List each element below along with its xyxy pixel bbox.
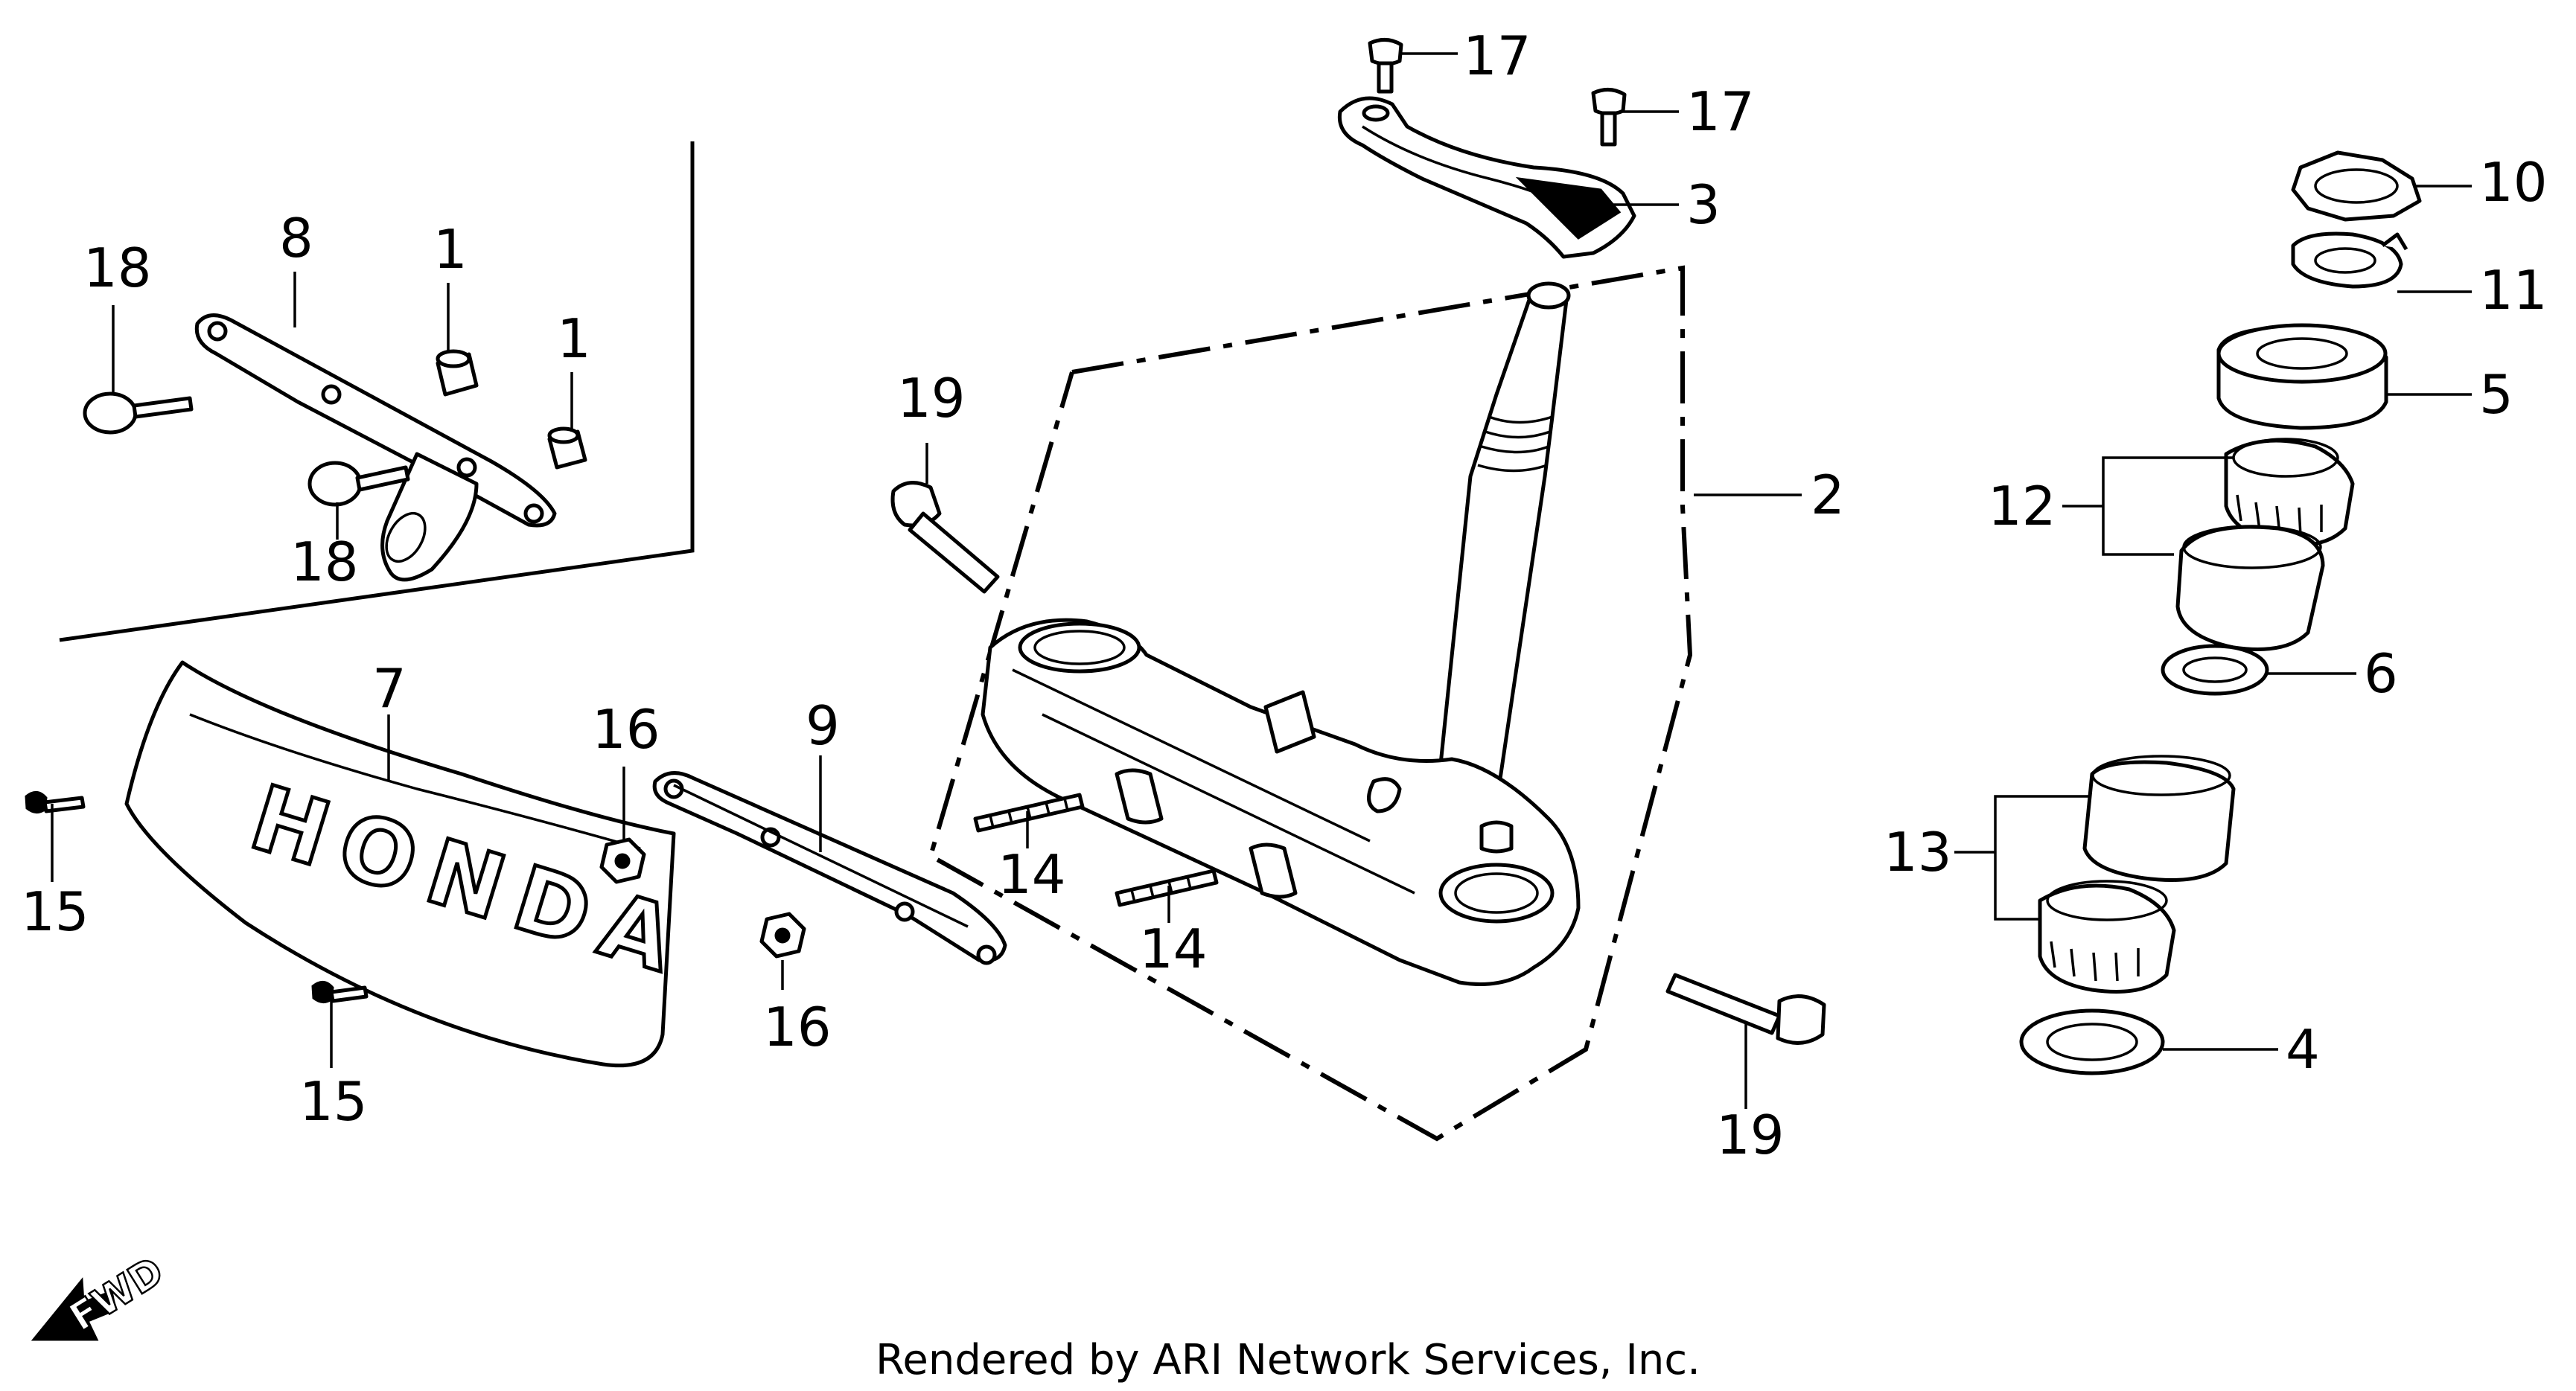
- race-12: [2175, 525, 2325, 651]
- callout-17-a: 17: [1463, 25, 1531, 87]
- collar-1-b: [547, 426, 587, 470]
- dust-seal-4: [2019, 1008, 2165, 1075]
- inset-stay: [194, 313, 557, 582]
- callout-14-b: 14: [1139, 918, 1208, 980]
- callout-16-a: 16: [592, 698, 660, 761]
- dust-seal-6: [2161, 644, 2269, 696]
- bolt-17-b: [1591, 88, 1627, 147]
- callout-11: 11: [2479, 259, 2548, 322]
- race-13: [2082, 755, 2236, 882]
- callout-19-b: 19: [1716, 1104, 1785, 1166]
- nut-16-a: [599, 837, 646, 884]
- callout-9: 9: [806, 694, 840, 757]
- screw-15-a: [25, 791, 86, 813]
- callout-10: 10: [2479, 151, 2548, 214]
- callout-4: 4: [2286, 1018, 2320, 1081]
- callout-19-a: 19: [897, 367, 966, 429]
- bearing-13-lower: [2038, 880, 2176, 994]
- bolt-18-b: [307, 461, 410, 507]
- lock-washer-11: [2291, 231, 2408, 289]
- lower-stay: [652, 771, 1007, 965]
- render-credit: Rendered by ARI Network Services, Inc.: [876, 1336, 1700, 1384]
- callout-8: 8: [279, 207, 313, 269]
- callout-15-b: 15: [299, 1070, 368, 1133]
- collar-1-a: [436, 349, 479, 397]
- callout-2: 2: [1811, 464, 1845, 526]
- callout-1-b: 1: [557, 307, 591, 370]
- callout-6: 6: [2364, 642, 2398, 705]
- callout-18-a: 18: [83, 237, 152, 299]
- stud-14-a: [973, 793, 1085, 833]
- bolt-19-lower: [1665, 973, 1826, 1045]
- callout-3: 3: [1686, 173, 1721, 236]
- steering-stem-nut-10: [2291, 150, 2422, 222]
- leader-lines: [51, 52, 2472, 1109]
- screw-15-b: [311, 981, 369, 1003]
- callout-16-b: 16: [763, 996, 832, 1058]
- nut-16-b: [759, 912, 806, 959]
- adjusting-nut-5: [2216, 323, 2388, 430]
- callout-5: 5: [2479, 363, 2513, 426]
- inset-frame: [59, 141, 695, 642]
- callout-7: 7: [372, 657, 407, 720]
- callout-numbers: 18 8 1 1 18 19 17 17 3 2 10 11 5 12 6 13…: [21, 25, 2548, 1166]
- steering-stem: [981, 281, 1581, 986]
- callout-18-b: 18: [290, 531, 359, 593]
- callout-14-a: 14: [998, 843, 1066, 906]
- top-bridge-bracket: [1337, 96, 1636, 259]
- callout-15-a: 15: [21, 880, 89, 943]
- bolt-19-upper: [890, 481, 1000, 594]
- stem-assembly-frame: [928, 265, 1693, 1142]
- bolt-17-a: [1368, 38, 1403, 94]
- callout-13: 13: [1884, 821, 1952, 883]
- callout-17-b: 17: [1686, 80, 1755, 143]
- callout-1-a: 1: [433, 218, 468, 281]
- fwd-label: FWD: [62, 1249, 171, 1340]
- callout-12: 12: [1988, 475, 2056, 537]
- bolt-18-a: [83, 391, 194, 435]
- stud-14-b: [1115, 869, 1219, 907]
- fwd-arrow: FWD: [31, 1248, 173, 1341]
